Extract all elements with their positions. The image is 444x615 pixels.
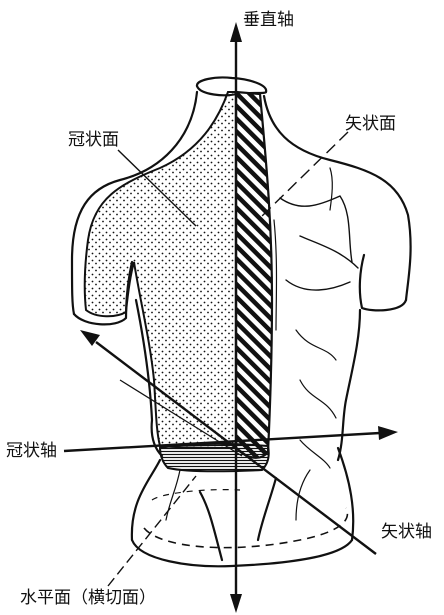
vertical-axis-label: 垂直轴	[243, 12, 294, 29]
horizontal-section-band	[160, 444, 269, 471]
sagittal-plane-leader	[262, 132, 348, 216]
coronal-axis-label: 冠状轴	[6, 443, 57, 460]
horizontal-plane-leader	[108, 476, 196, 586]
horizontal-plane-ellipse	[144, 508, 347, 548]
sagittal-plane-shape	[236, 92, 272, 458]
coronal-plane-label: 冠状面	[68, 132, 119, 149]
sagittal-plane-label: 矢状面	[345, 116, 396, 133]
sagittal-axis-label: 矢状轴	[381, 524, 432, 541]
horizontal-plane-label: 水平面（横切面）	[20, 590, 156, 607]
